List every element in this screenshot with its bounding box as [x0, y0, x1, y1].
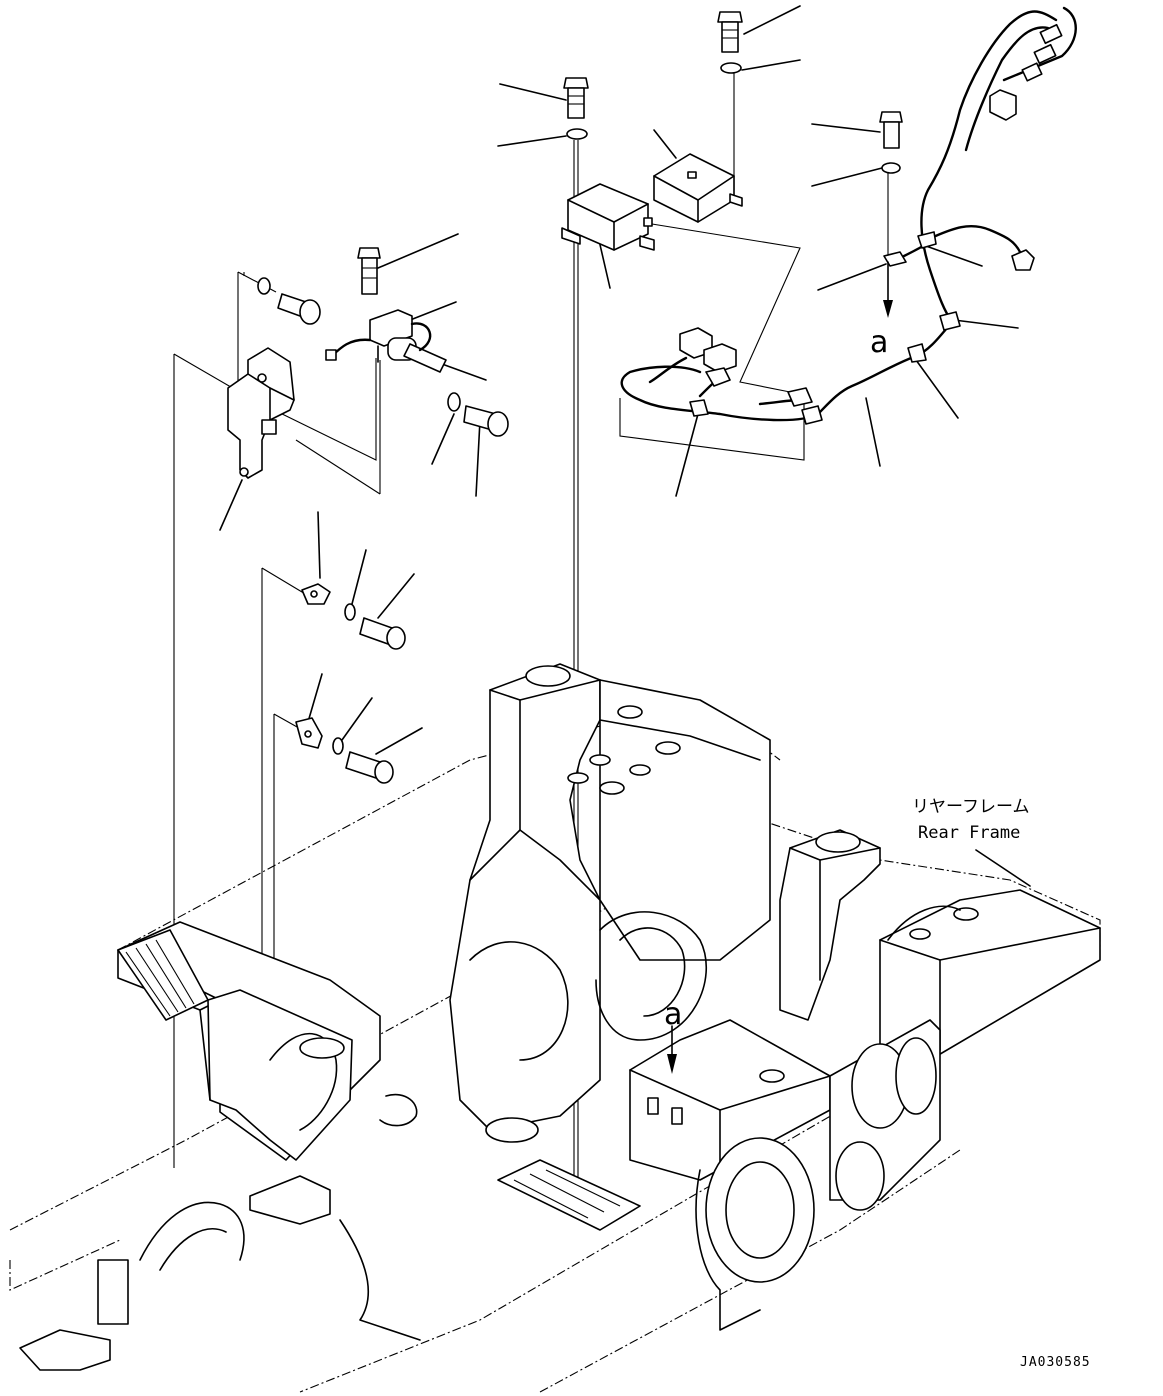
- bolt-top-right: [879, 111, 903, 149]
- washer-clamp-1: [344, 603, 356, 621]
- ref-arrow-top-head: [883, 300, 893, 318]
- frame-label-jp: リヤーフレーム: [912, 797, 1029, 817]
- washer-left-top: [257, 277, 271, 295]
- bolt-top-center: [717, 11, 743, 53]
- ref-mark-bottom: a: [664, 997, 682, 1032]
- washer-top-center: [720, 62, 742, 74]
- clamp-2: [295, 717, 323, 749]
- bolt-clamp-2: [345, 751, 394, 784]
- controller-box-front: [561, 183, 655, 251]
- ref-arrow-bottom-head: [667, 1054, 677, 1074]
- leader-lines: [219, 5, 1031, 887]
- drawing-code: JA030585: [1020, 1355, 1091, 1370]
- clamp-1: [301, 583, 331, 605]
- washer-top-right: [881, 162, 901, 174]
- bolt-left-mid: [463, 405, 509, 437]
- bolt-top-left: [563, 77, 589, 119]
- wiring-harness: [620, 6, 1077, 425]
- bolt-left-top: [277, 293, 321, 325]
- washer-top-left: [566, 128, 588, 140]
- rear-frame: [9, 663, 1101, 1393]
- bolt-relay: [357, 247, 381, 295]
- washer-clamp-2: [332, 737, 344, 755]
- bracket-relay: [227, 347, 295, 479]
- washer-left-mid: [447, 392, 461, 412]
- relay-assembly: [325, 309, 447, 373]
- bolt-clamp-1: [359, 617, 406, 650]
- controller-box-rear: [653, 153, 743, 223]
- frame-label-en: Rear Frame: [918, 823, 1020, 843]
- ref-mark-top: a: [870, 325, 888, 360]
